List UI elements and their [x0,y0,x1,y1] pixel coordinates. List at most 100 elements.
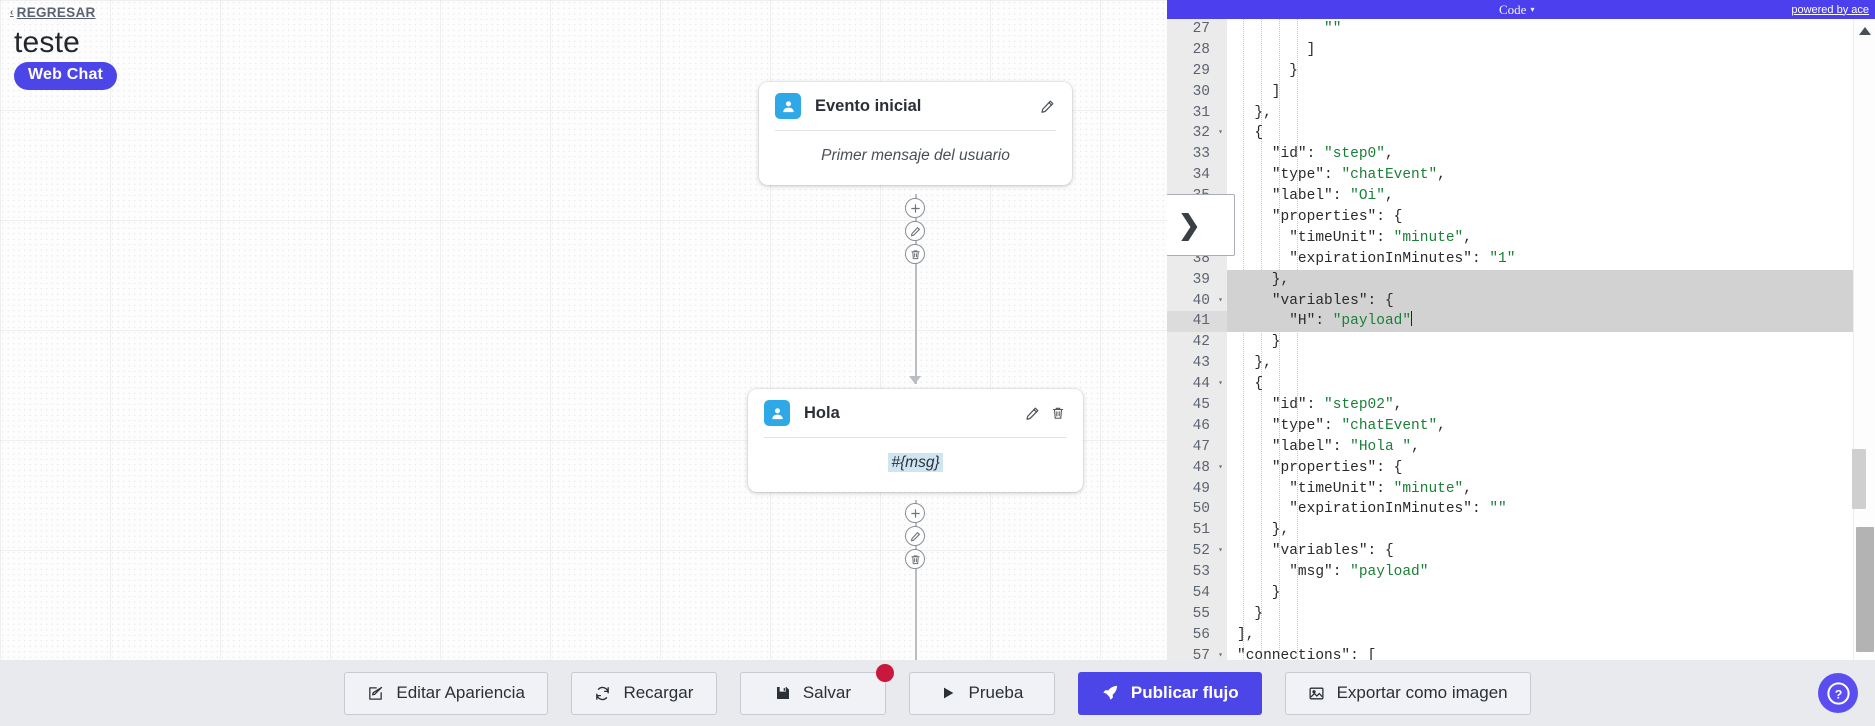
scrollbar-thumb[interactable] [1856,527,1874,652]
text-cursor [1411,311,1413,327]
connector-buttons-1[interactable] [905,198,925,264]
edit-icon[interactable] [905,221,925,241]
toolbar-button-label: Prueba [968,683,1024,702]
add-icon[interactable] [905,198,925,218]
fold-toggle-icon[interactable]: ▾ [1218,295,1223,305]
toolbar-button-publicar-flujo[interactable]: Publicar flujo [1077,671,1262,715]
code-line[interactable]: ] [1237,83,1281,100]
code-line[interactable]: "msg": "payload" [1289,564,1429,581]
play-icon [940,685,956,701]
line-number-gutter: 272829303132▾33343536▾37383940▾41424344▾… [1167,19,1227,660]
line-number: 32▾ [1167,123,1227,144]
connector-buttons-2[interactable] [905,503,925,569]
scrollbar-track-marker [1852,449,1866,509]
code-line[interactable]: "timeUnit": "minute", [1289,480,1472,497]
help-button[interactable]: ? [1818,673,1858,713]
code-line[interactable]: }, [1237,522,1290,539]
toolbar-button-prueba[interactable]: Prueba [908,671,1055,715]
node-title: Hola [804,403,840,422]
line-number: 56 [1192,626,1210,643]
editor-vertical-scrollbar[interactable] [1852,19,1875,660]
line-number: 39 [1192,271,1210,288]
code-line[interactable]: "timeUnit": "minute", [1289,229,1472,246]
toolbar-button-exportar-como-imagen[interactable]: Exportar como imagen [1284,671,1531,715]
image-icon [1308,685,1325,702]
code-line[interactable]: { [1237,125,1264,142]
code-line[interactable]: }, [1237,355,1272,372]
code-mode-label: Code [1499,1,1527,17]
code-line[interactable]: "expirationInMinutes": "1" [1289,250,1516,267]
node-header: Hola [748,389,1083,437]
line-number: 52▾ [1167,541,1227,562]
edit-icon[interactable] [1021,402,1043,424]
code-editor[interactable]: 272829303132▾33343536▾37383940▾41424344▾… [1167,19,1875,660]
toolbar-button-recargar[interactable]: Recargar [570,671,717,715]
powered-by-link[interactable]: powered by ace [1791,3,1869,16]
code-line[interactable]: "properties": { [1271,459,1403,476]
code-line[interactable]: "H": "payload" [1227,311,1853,333]
code-line[interactable]: } [1237,62,1298,79]
channel-badge: Web Chat [14,62,118,90]
line-number: 53 [1192,564,1210,581]
code-line[interactable]: } [1237,585,1281,602]
user-avatar-icon [775,93,801,119]
refresh-icon [594,685,611,702]
code-line[interactable]: "variables": { [1271,543,1394,560]
line-number: 46 [1192,417,1210,434]
code-line[interactable]: "connections": [ [1237,647,1377,660]
flow-node-evento-inicial[interactable]: Evento inicial Primer mensaje del usuari… [759,82,1072,185]
line-number: 57▾ [1167,646,1227,660]
code-line[interactable]: "properties": { [1271,209,1403,226]
node-body: Primer mensaje del usuario [821,147,1010,164]
code-editor-header: Code ▾ powered by ace [1167,0,1875,19]
code-line[interactable]: }, [1237,104,1272,121]
node-body: #{msg} [748,438,1083,492]
delete-icon[interactable] [905,549,925,569]
code-line[interactable]: } [1237,605,1264,622]
code-line[interactable]: "expirationInMinutes": "" [1289,501,1507,518]
code-line[interactable]: "id": "step0", [1271,146,1394,163]
fold-toggle-icon[interactable]: ▾ [1218,462,1223,472]
code-text-area[interactable]: "" ] } ] }, { "id": "step0", "type": "ch… [1227,19,1853,660]
edge-arrow-node2 [909,376,921,384]
fold-toggle-icon[interactable]: ▾ [1218,128,1223,138]
scroll-up-arrow[interactable] [1858,27,1871,35]
flow-node-hola[interactable]: Hola #{msg} [748,389,1083,492]
user-avatar-icon [764,400,790,426]
code-line[interactable]: "variables": { [1227,290,1853,312]
code-mode-selector[interactable]: Code ▾ [1499,2,1534,18]
fold-toggle-icon[interactable]: ▾ [1218,546,1223,556]
fold-collapse-widget[interactable]: ❯ [1167,194,1235,256]
code-line[interactable]: ], [1237,626,1255,643]
code-line[interactable]: "type": "chatEvent", [1271,167,1446,184]
code-line[interactable]: { [1237,376,1264,393]
fold-toggle-icon[interactable]: ▾ [1218,379,1223,389]
delete-icon[interactable] [905,244,925,264]
code-line[interactable]: "" [1237,21,1342,37]
line-number: 40▾ [1167,291,1227,312]
back-link[interactable]: ‹ REGRESAR [10,5,96,20]
code-line[interactable]: }, [1227,269,1853,291]
edit-icon[interactable] [905,526,925,546]
toolbar-button-salvar[interactable]: Salvar [739,663,894,715]
chevron-down-icon: ▾ [1530,5,1535,14]
toolbar-button-editar-apariencia[interactable]: Editar Apariencia [344,671,548,715]
code-line[interactable]: "label": "Oi", [1271,188,1394,205]
edit-icon[interactable] [1036,95,1058,117]
delete-icon[interactable] [1047,402,1069,424]
flow-canvas[interactable]: ‹ REGRESAR teste Web Chat Evento inicial [0,0,1167,660]
page-title: teste [14,26,81,59]
code-line[interactable]: "id": "step02", [1271,397,1403,414]
back-link-label: REGRESAR [16,5,96,20]
code-line[interactable]: ] [1237,41,1316,58]
add-icon[interactable] [905,503,925,523]
line-number: 43 [1192,355,1210,372]
code-line[interactable]: } [1237,334,1281,351]
line-number: 51 [1192,522,1210,539]
code-line[interactable]: "type": "chatEvent", [1271,417,1446,434]
code-line[interactable]: "label": "Hola ", [1271,438,1420,455]
fold-toggle-icon[interactable]: ▾ [1218,650,1223,660]
variable-token: #{msg} [888,453,943,472]
